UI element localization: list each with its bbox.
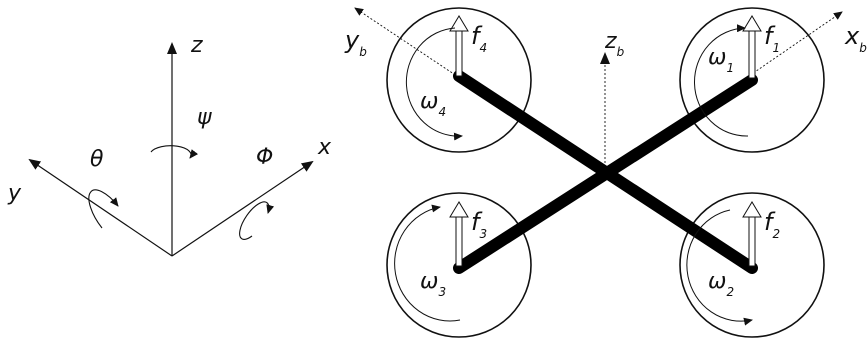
inertial-frame: z x y ψ θ Φ bbox=[7, 33, 332, 257]
omega-label-2: ω2 bbox=[708, 269, 734, 299]
psi-rotation-arrow bbox=[150, 145, 199, 159]
force-arrow-2 bbox=[742, 201, 762, 267]
rotation-arrow-2 bbox=[686, 209, 753, 326]
force-arrow-3 bbox=[449, 201, 469, 267]
omega-label-3: ω3 bbox=[420, 269, 446, 299]
x-axis-label: x bbox=[317, 135, 332, 160]
xb-axis-label: xb bbox=[844, 22, 867, 55]
y-axis bbox=[28, 158, 173, 257]
theta-rotation-arrow bbox=[88, 189, 119, 229]
force-arrow-4 bbox=[449, 15, 469, 77]
quadrotor: xb yb zb f4 f1 f3 f2 ω4 ω1 ω3 bbox=[344, 7, 867, 338]
psi-label: ψ bbox=[197, 105, 212, 130]
rotation-arrow-1 bbox=[694, 24, 749, 137]
omega-label-1: ω1 bbox=[708, 45, 734, 75]
x-axis bbox=[171, 160, 314, 257]
y-axis-label: y bbox=[7, 181, 22, 206]
yb-axis-label: yb bbox=[344, 26, 367, 59]
rotation-arrow-3 bbox=[394, 204, 461, 322]
phi-label: Φ bbox=[256, 145, 273, 170]
rotation-arrow-4 bbox=[405, 27, 463, 141]
z-axis-label: z bbox=[190, 33, 203, 58]
zb-axis-label: zb bbox=[604, 29, 625, 59]
theta-label: θ bbox=[90, 147, 104, 172]
force-arrow-1 bbox=[742, 15, 762, 79]
phi-rotation-arrow bbox=[239, 201, 275, 240]
omega-label-4: ω4 bbox=[420, 89, 446, 119]
